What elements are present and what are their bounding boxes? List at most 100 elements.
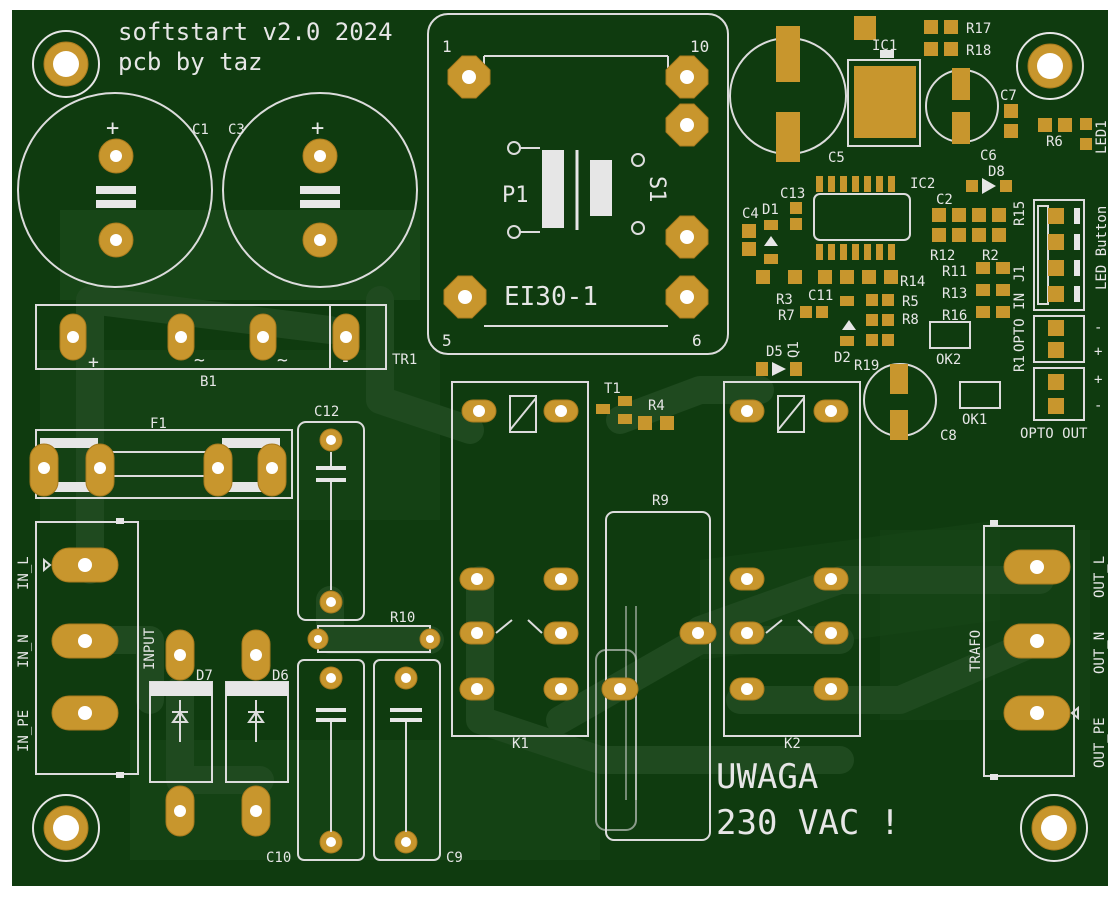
svg-text:LED Button: LED Button xyxy=(1094,206,1110,290)
svg-text:C13: C13 xyxy=(780,186,805,202)
resistor-r10: R10 xyxy=(307,610,441,653)
svg-text:TR1: TR1 xyxy=(392,352,417,368)
diode-d6: D6 xyxy=(225,629,289,837)
relay-k2: K2 xyxy=(723,381,861,752)
svg-text:EI30-1: EI30-1 xyxy=(504,282,598,312)
capacitor-c12: C12 xyxy=(297,404,365,621)
svg-text:5: 5 xyxy=(442,331,452,350)
warning-line-2: 230 VAC ! xyxy=(716,803,900,843)
svg-text:R10: R10 xyxy=(390,610,415,626)
svg-text:OK2: OK2 xyxy=(936,352,961,368)
svg-text:K2: K2 xyxy=(784,736,801,752)
svg-text:R8: R8 xyxy=(902,312,919,328)
svg-text:C2: C2 xyxy=(936,192,953,208)
svg-text:+: + xyxy=(106,116,119,141)
svg-text:C11: C11 xyxy=(808,288,833,304)
output-connector: TRAFO OUT_L OUT_N OUT_PE xyxy=(968,520,1108,780)
svg-text:OPTO IN: OPTO IN xyxy=(1012,293,1028,352)
svg-text:IN_N: IN_N xyxy=(16,634,32,668)
input-connector: IN_L IN_N IN_PE INPUT xyxy=(16,518,158,778)
svg-text:R9: R9 xyxy=(652,493,669,509)
svg-text:S1: S1 xyxy=(644,176,669,203)
svg-text:P1: P1 xyxy=(502,183,529,208)
svg-text:LED1: LED1 xyxy=(1094,120,1110,154)
bridge-b1: + ~ ~ - B1 TR1 xyxy=(35,304,417,390)
svg-text:D2: D2 xyxy=(834,350,851,366)
svg-text:R6: R6 xyxy=(1046,134,1063,150)
svg-text:R2: R2 xyxy=(982,248,999,264)
svg-text:R17: R17 xyxy=(966,21,991,37)
svg-text:R11: R11 xyxy=(942,264,967,280)
svg-text:R14: R14 xyxy=(900,274,925,290)
svg-text:C6: C6 xyxy=(980,148,997,164)
svg-text:OUT_L: OUT_L xyxy=(1092,556,1108,598)
svg-text:C10: C10 xyxy=(266,850,291,866)
warning-line-1: UWAGA xyxy=(716,757,818,797)
capacitor-c10: C10 xyxy=(266,659,365,866)
svg-text:10: 10 xyxy=(690,37,709,56)
svg-text:+: + xyxy=(1094,344,1102,360)
svg-text:IN_PE: IN_PE xyxy=(16,710,32,752)
svg-text:INPUT: INPUT xyxy=(142,627,158,670)
svg-text:IN_L: IN_L xyxy=(16,556,32,590)
svg-text:C4: C4 xyxy=(742,206,759,222)
svg-text:~: ~ xyxy=(277,350,288,371)
mounting-hole-bl xyxy=(32,794,100,862)
svg-text:-: - xyxy=(1094,320,1102,336)
relay-k1: K1 xyxy=(451,381,589,752)
svg-text:R5: R5 xyxy=(902,294,919,310)
svg-text:R12: R12 xyxy=(930,248,955,264)
svg-text:TRAFO: TRAFO xyxy=(968,630,984,672)
control-section: C5 IC1 R17 R18 C6 C7 R6 LED1 D8 xyxy=(729,16,1110,444)
title-line-2: pcb by taz xyxy=(118,48,263,76)
diode-d7: D7 xyxy=(149,629,213,837)
svg-text:R19: R19 xyxy=(854,358,879,374)
svg-text:6: 6 xyxy=(692,331,702,350)
svg-text:R4: R4 xyxy=(648,398,665,414)
svg-text:R13: R13 xyxy=(942,286,967,302)
svg-text:K1: K1 xyxy=(512,736,529,752)
svg-text:OK1: OK1 xyxy=(962,412,987,428)
svg-text:D7: D7 xyxy=(196,668,213,684)
transformer-ei30: 1 10 5 6 EI30-1 P1 S1 xyxy=(427,13,729,355)
title-line-1: softstart v2.0 2024 xyxy=(118,18,393,46)
svg-text:R1: R1 xyxy=(1012,355,1028,372)
svg-text:R18: R18 xyxy=(966,43,991,59)
svg-text:D8: D8 xyxy=(988,164,1005,180)
svg-text:C3: C3 xyxy=(228,122,245,138)
svg-text:1: 1 xyxy=(442,37,452,56)
svg-text:OUT_PE: OUT_PE xyxy=(1092,717,1108,768)
svg-text:D5: D5 xyxy=(766,344,783,360)
svg-text:T1: T1 xyxy=(604,381,621,397)
svg-text:-: - xyxy=(340,350,351,371)
capacitor-c9: C9 xyxy=(373,659,463,866)
svg-text:C5: C5 xyxy=(828,150,845,166)
fuse-f1: F1 xyxy=(29,416,293,499)
svg-text:F1: F1 xyxy=(150,416,167,432)
svg-text:+: + xyxy=(1094,372,1102,388)
mounting-hole-tl xyxy=(32,30,100,98)
svg-text:R15: R15 xyxy=(1012,201,1028,226)
svg-text:D1: D1 xyxy=(762,202,779,218)
capacitor-c3: + C3 xyxy=(222,92,418,288)
svg-text:OPTO OUT: OPTO OUT xyxy=(1020,426,1088,442)
svg-text:C8: C8 xyxy=(940,428,957,444)
svg-text:C7: C7 xyxy=(1000,88,1017,104)
svg-text:-: - xyxy=(1094,398,1102,414)
mounting-hole-br xyxy=(1020,794,1088,862)
svg-text:Q1: Q1 xyxy=(786,341,802,358)
svg-text:J1: J1 xyxy=(1012,265,1028,282)
svg-text:+: + xyxy=(88,352,99,373)
svg-text:R3: R3 xyxy=(776,292,793,308)
mounting-hole-tr xyxy=(1016,32,1084,100)
svg-text:D6: D6 xyxy=(272,668,289,684)
svg-text:~: ~ xyxy=(194,350,205,371)
svg-text:B1: B1 xyxy=(200,374,217,390)
svg-text:R7: R7 xyxy=(778,308,795,324)
resistor-r9: R9 xyxy=(595,493,717,841)
svg-text:IC2: IC2 xyxy=(910,176,935,192)
transistor-t1: T1 R4 xyxy=(596,381,674,430)
svg-text:C1: C1 xyxy=(192,122,209,138)
svg-text:R16: R16 xyxy=(942,308,967,324)
